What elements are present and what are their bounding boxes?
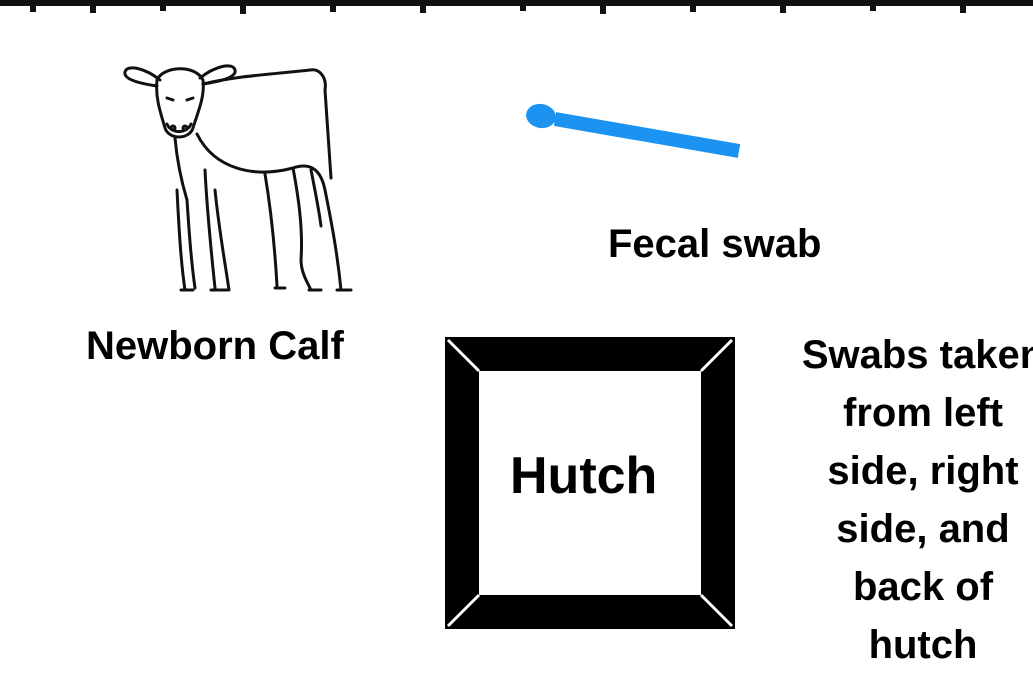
cropped-top-text — [0, 0, 1033, 20]
fecal-swab-label: Fecal swab — [608, 222, 821, 267]
cotton-swab-icon — [515, 95, 755, 175]
swab-locations-note: Swabs taken from left side, right side, … — [798, 326, 1033, 674]
calf-icon — [115, 50, 375, 300]
hutch-label: Hutch — [510, 446, 657, 506]
calf-label: Newborn Calf — [86, 324, 344, 369]
